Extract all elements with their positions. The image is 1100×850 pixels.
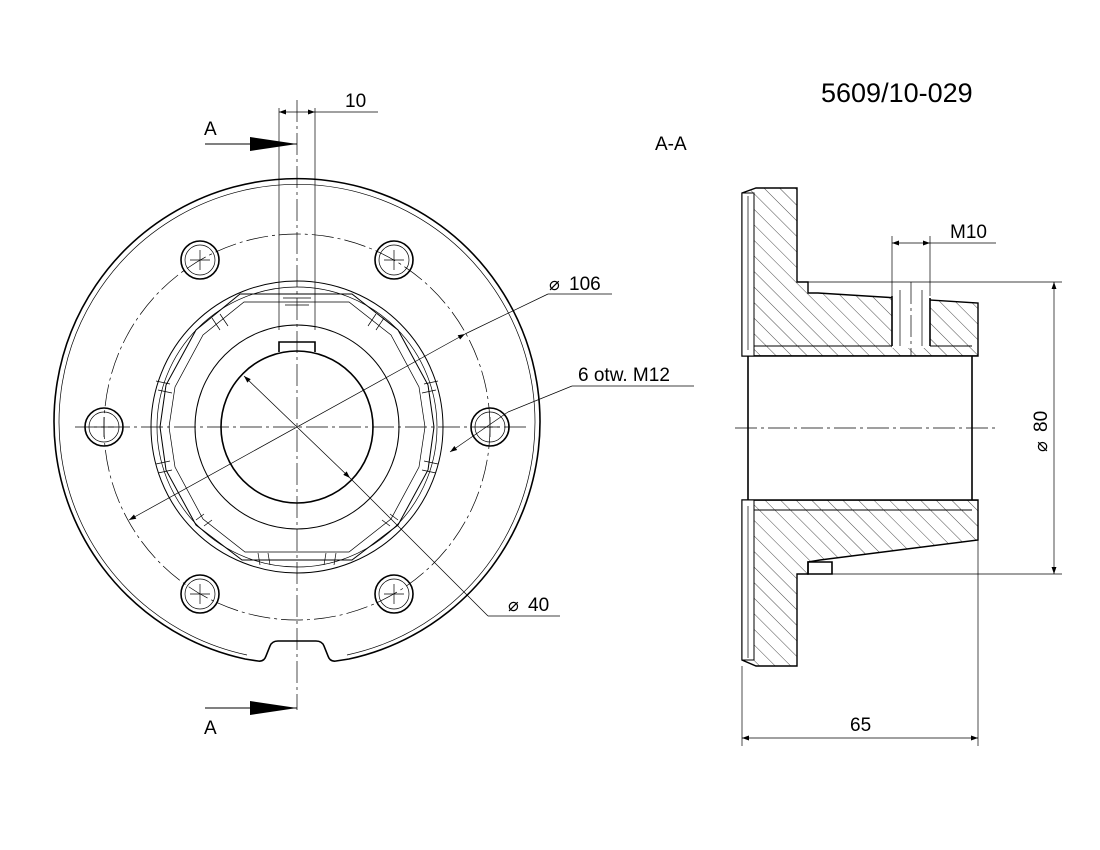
bolt-hole — [374, 574, 414, 614]
dim-thread — [891, 236, 996, 296]
dim-bore-label: 40 — [528, 595, 549, 616]
top-slot — [283, 297, 311, 306]
relief-groove — [807, 561, 833, 575]
bolt-hole — [84, 407, 124, 447]
dim-bolt-circle-label: 106 — [569, 274, 601, 295]
bolt-hole — [374, 240, 414, 280]
bolt-hole — [470, 407, 510, 447]
dim-bore-symbol: ⌀ — [508, 595, 519, 616]
dim-bolt-circle-symbol: ⌀ — [549, 274, 560, 295]
dim-keyway-width — [278, 108, 378, 185]
bolt-hole — [180, 240, 220, 280]
section-view: M10 ⌀ 80 65 — [735, 187, 1062, 746]
dim-holes-label: 6 otw. M12 — [578, 365, 670, 386]
section-label-top: A — [204, 119, 217, 140]
dim-hub-diameter-label: 80 — [1031, 411, 1052, 432]
section-label-bottom: A — [204, 718, 217, 739]
dim-keyway-width-label: 10 — [345, 91, 366, 112]
section-marker-bottom — [205, 701, 297, 715]
dim-length-label: 65 — [850, 715, 871, 736]
section-title: A-A — [655, 134, 687, 155]
part-number: 5609/10-029 — [821, 78, 973, 108]
section-marker-top — [205, 137, 297, 151]
dim-thread-label: M10 — [950, 222, 987, 243]
dim-hub-diameter-symbol: ⌀ — [1031, 441, 1052, 452]
section-upper-material — [741, 187, 979, 357]
dim-holes-leader — [449, 385, 694, 453]
dim-bore — [243, 375, 560, 617]
bolt-holes — [84, 240, 510, 614]
dim-hub-diameter — [808, 281, 1062, 575]
flange-outline — [53, 177, 541, 662]
bolt-hole — [180, 574, 220, 614]
front-view: A A 10 ⌀ 106 6 otw. M12 — [53, 91, 694, 739]
section-lower-material — [741, 499, 979, 667]
dim-length — [741, 540, 979, 746]
flange-chamfer — [58, 184, 536, 656]
